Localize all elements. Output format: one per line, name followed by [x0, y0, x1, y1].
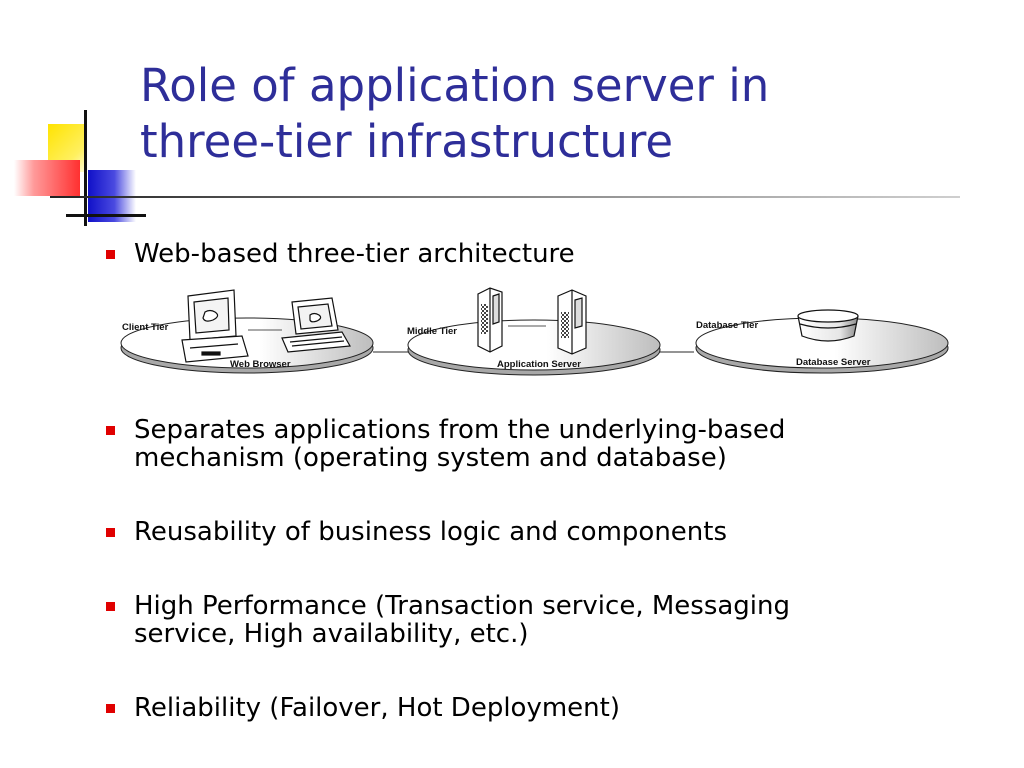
bullet-text: Web-based three-tier architecture — [134, 239, 575, 269]
middle-tier-label: Middle Tier — [407, 326, 457, 337]
client-tier-label: Client Tier — [122, 322, 169, 333]
database-server-caption: Database Server — [796, 357, 871, 368]
bullet-text: service, High availability, etc.) — [134, 619, 529, 649]
bullet-text: Reusability of business logic and compon… — [134, 517, 728, 547]
bullet-square-icon — [106, 704, 115, 713]
bullet-text: High Performance (Transaction service, M… — [134, 591, 791, 621]
title-line-2: three-tier infrastructure — [140, 115, 674, 168]
database-tier-platform — [695, 317, 949, 374]
bullet-square-icon — [106, 250, 115, 259]
bullet-square-icon — [106, 602, 115, 611]
laptop-icon — [281, 297, 351, 353]
bullet-square-icon — [106, 426, 115, 435]
bullet-item: Separates applications from the underlyi… — [106, 415, 954, 473]
three-tier-diagram: Client Tier Web Browser Middle Tier Appl… — [120, 287, 949, 376]
decor-vertical-line — [84, 110, 87, 226]
slide-title: Role of application server in three-tier… — [140, 58, 980, 170]
bullet-item: Web-based three-tier architecture — [106, 239, 954, 269]
bullet-item: Reliability (Failover, Hot Deployment) — [106, 693, 954, 723]
bullet-item: Reusability of business logic and compon… — [106, 517, 954, 547]
bullet-square-icon — [106, 528, 115, 537]
web-browser-caption: Web Browser — [230, 359, 291, 370]
title-line-1: Role of application server in — [140, 59, 770, 112]
database-tier-label: Database Tier — [696, 320, 758, 331]
decor-red-block — [14, 160, 80, 196]
desktop-computer-icon — [181, 289, 249, 363]
middle-tier-platform — [407, 319, 661, 376]
bullet-text: Separates applications from the underlyi… — [134, 415, 786, 445]
bullet-text: Reliability (Failover, Hot Deployment) — [134, 693, 620, 723]
server-tower-icon — [477, 287, 503, 353]
server-tower-icon — [557, 289, 587, 355]
application-server-caption: Application Server — [497, 359, 581, 370]
bullet-item: High Performance (Transaction service, M… — [106, 591, 954, 649]
title-underline — [50, 196, 960, 198]
bullet-text: mechanism (operating system and database… — [134, 443, 727, 473]
decor-horizontal-line — [66, 214, 146, 217]
database-cylinder-icon — [797, 309, 859, 342]
